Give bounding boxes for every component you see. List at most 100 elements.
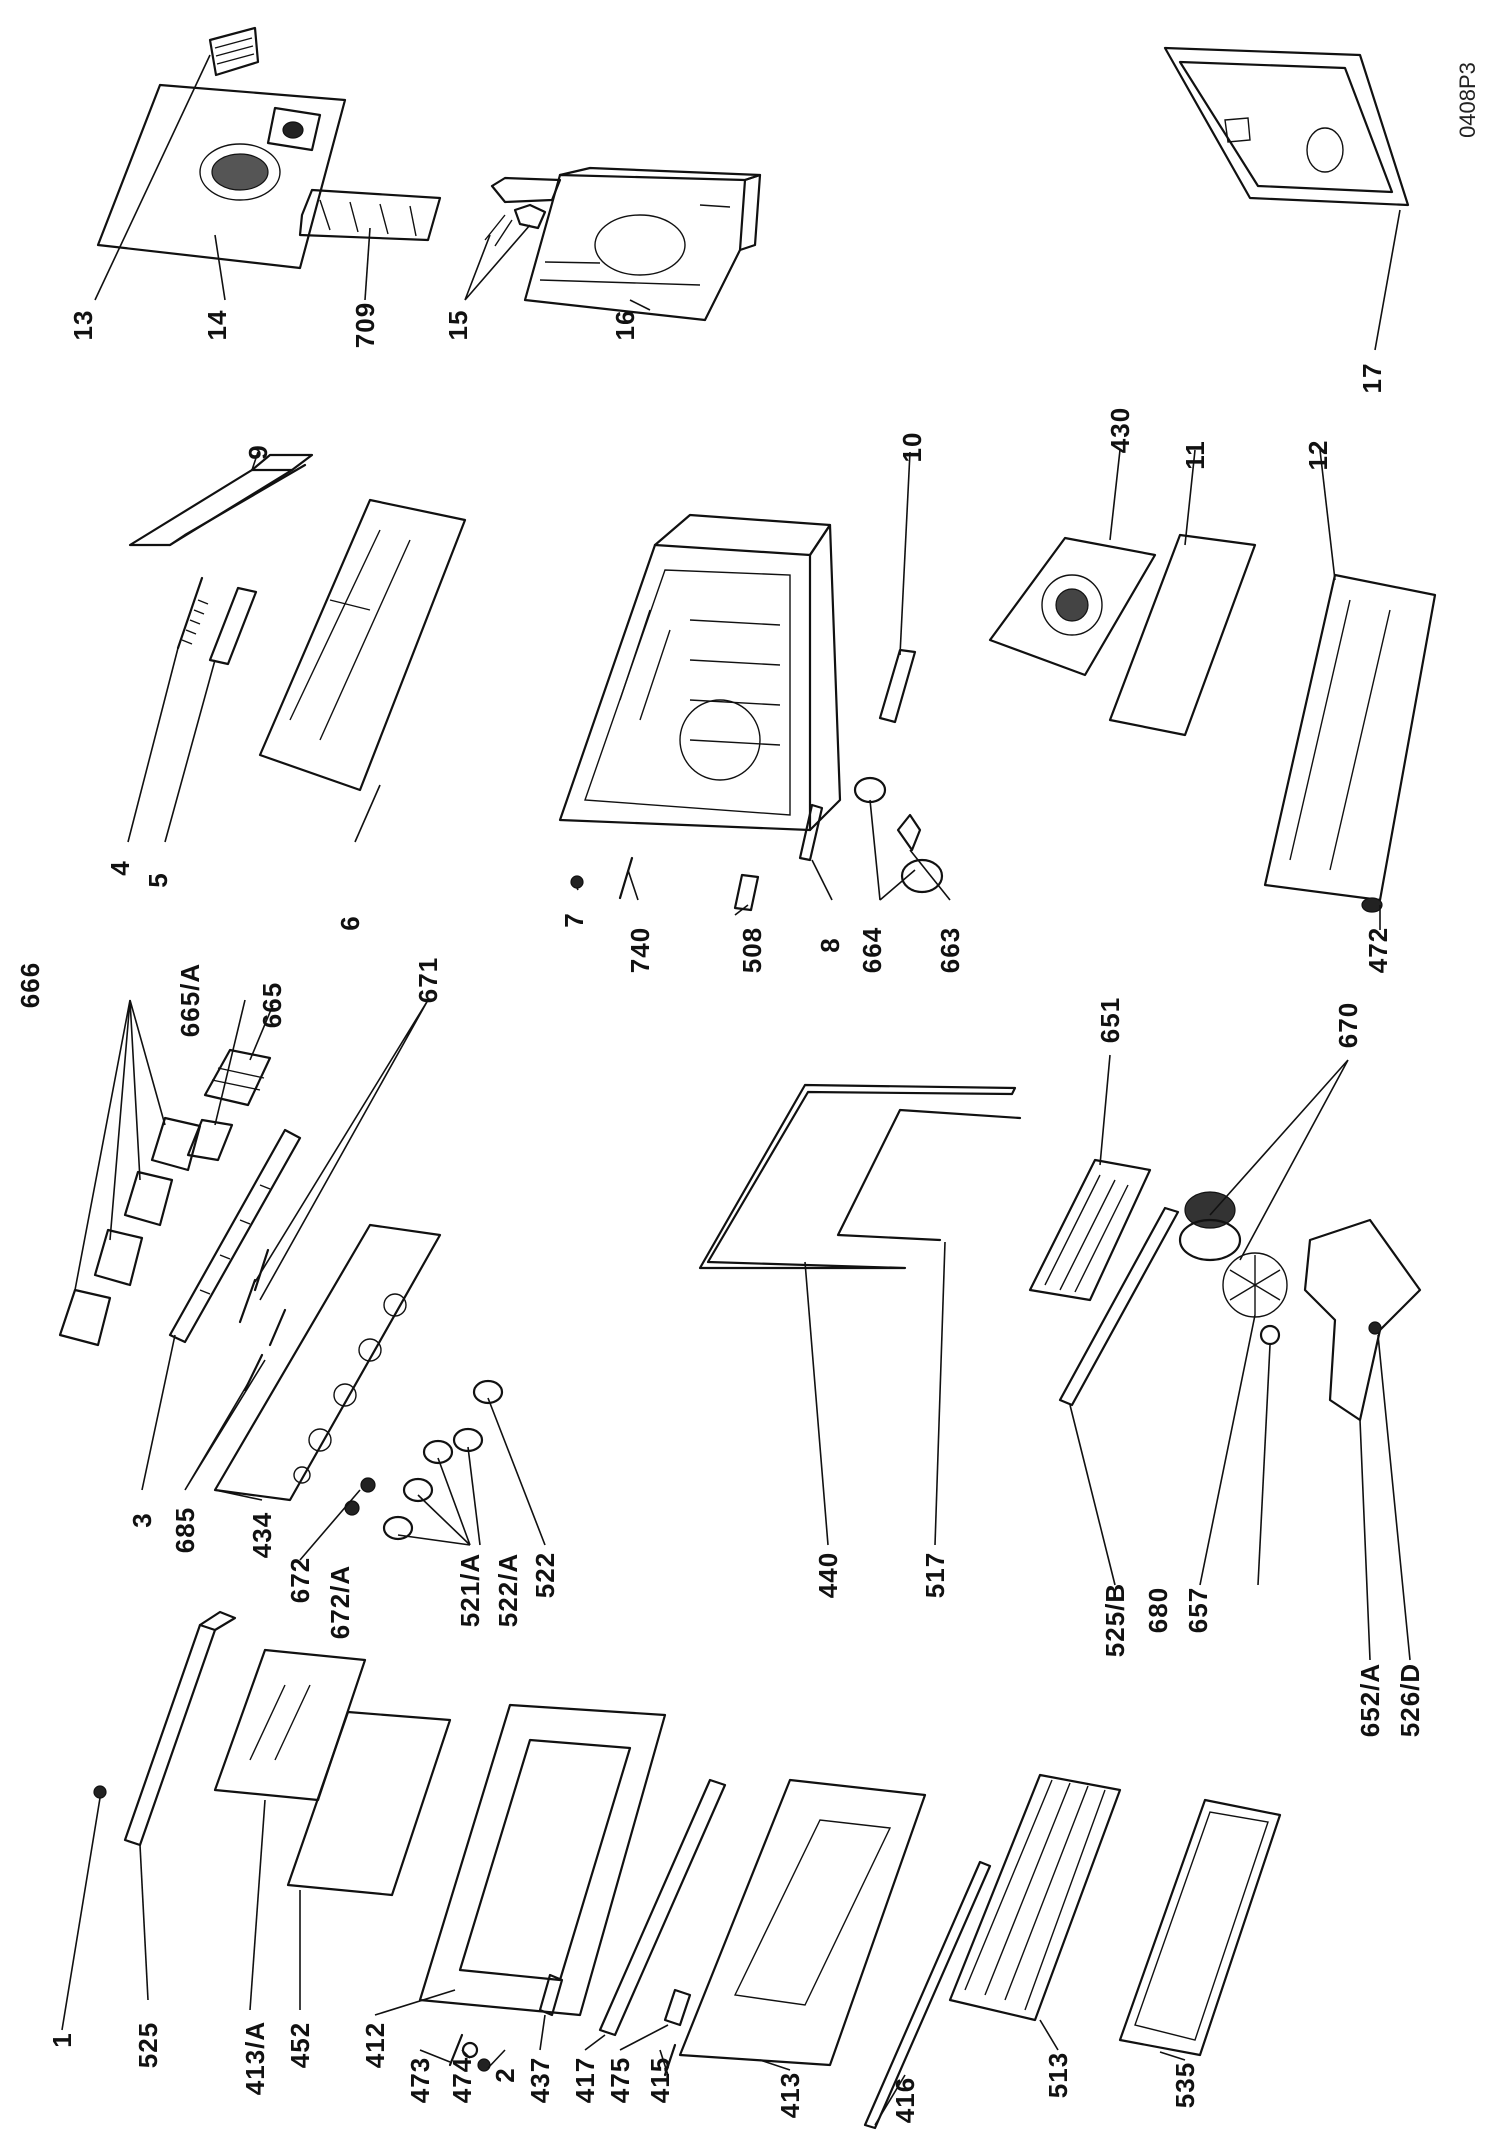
part-474-washer xyxy=(461,2041,479,2059)
label-522: 522 xyxy=(530,1551,560,1599)
part-17-rear-frame xyxy=(1163,46,1410,207)
part-525B-strip xyxy=(1058,1206,1180,1407)
part-665-selector-switch xyxy=(203,1048,272,1107)
sheet-code: 0408P3 xyxy=(1455,62,1480,138)
label-657: 657 xyxy=(1183,1586,1213,1634)
label-1: 1 xyxy=(47,2032,77,2048)
part-685-pins xyxy=(243,1308,287,1392)
label-16: 16 xyxy=(610,309,640,341)
label-671: 671 xyxy=(413,956,443,1004)
part-671-pins xyxy=(238,1248,270,1324)
part-5-hinge-block xyxy=(208,586,258,666)
part-437-door-hinge xyxy=(538,1973,564,2017)
part-513-wire-shelf xyxy=(948,1773,1122,2022)
label-535: 535 xyxy=(1170,2061,1200,2109)
part-525-door-top-trim xyxy=(93,1610,237,1847)
label-474: 474 xyxy=(447,2056,477,2104)
label-740: 740 xyxy=(625,926,655,974)
part-oven-cavity xyxy=(558,513,842,832)
part-2-screw xyxy=(477,2058,491,2072)
part-13-grille xyxy=(208,26,260,77)
label-413A: 413/A xyxy=(240,2020,270,2096)
part-670-fan-motor xyxy=(1178,1191,1242,1262)
label-663: 663 xyxy=(935,926,965,974)
part-9-top-channel xyxy=(128,453,314,547)
part-522-knob xyxy=(472,1379,504,1405)
label-685: 685 xyxy=(170,1506,200,1554)
label-473: 473 xyxy=(405,2056,435,2104)
label-651: 651 xyxy=(1095,996,1125,1044)
part-430-fan-cover xyxy=(988,536,1157,677)
label-672: 672 xyxy=(285,1556,315,1604)
label-430: 430 xyxy=(1105,406,1135,454)
label-437: 437 xyxy=(525,2056,555,2104)
part-3-control-bar xyxy=(168,1128,302,1344)
label-7: 7 xyxy=(559,912,589,928)
part-672A-lamp xyxy=(344,1500,360,1516)
part-412-door-frame xyxy=(418,1703,667,2017)
label-13: 13 xyxy=(68,309,98,341)
leader-lines xyxy=(61,54,1411,2126)
part-14-top-panel xyxy=(96,83,347,270)
part-413A-glass xyxy=(213,1648,367,1802)
part-521A-knobs xyxy=(382,1439,454,1541)
label-14: 14 xyxy=(202,309,232,341)
part-680-fan-blade xyxy=(1222,1252,1288,1318)
label-417: 417 xyxy=(570,2056,600,2104)
part-657-nut xyxy=(1259,1324,1281,1346)
label-2: 2 xyxy=(490,2067,520,2083)
part-440-door-seal xyxy=(698,1083,1017,1270)
label-525: 525 xyxy=(133,2021,163,2069)
label-521A: 521/A xyxy=(455,1552,485,1628)
label-664: 664 xyxy=(857,926,887,974)
part-417-door-trim xyxy=(598,1778,727,2037)
label-17: 17 xyxy=(1357,362,1387,394)
part-535-baking-tray xyxy=(1118,1798,1282,2057)
label-412: 412 xyxy=(360,2021,390,2069)
label-665A: 665/A xyxy=(175,962,205,1038)
part-4-spring xyxy=(176,576,209,650)
label-440: 440 xyxy=(813,1551,843,1599)
part-651-grill-element xyxy=(1028,1158,1152,1302)
part-413-outer-door xyxy=(678,1778,927,2067)
label-666: 666 xyxy=(15,961,45,1009)
label-525B: 525/B xyxy=(1100,1582,1130,1658)
part-666-switch-group xyxy=(58,1116,202,1347)
label-709: 709 xyxy=(350,301,380,349)
part-11-back-panel xyxy=(1108,533,1257,737)
label-472: 472 xyxy=(1363,926,1393,974)
label-672A: 672/A xyxy=(325,1564,355,1640)
part-508-hinge xyxy=(733,873,760,912)
part-709-terminal-strip xyxy=(298,188,442,242)
label-526D: 526/D xyxy=(1395,1662,1425,1738)
part-517-heating-element xyxy=(836,1108,1022,1242)
part-672-lamp xyxy=(360,1477,376,1493)
part-7-screw xyxy=(570,875,584,889)
part-434-control-panel xyxy=(213,1223,442,1502)
label-11: 11 xyxy=(1180,440,1210,470)
part-416-handle-rail xyxy=(863,1860,992,2130)
label-15: 15 xyxy=(443,309,473,341)
label-5: 5 xyxy=(143,872,173,888)
label-10: 10 xyxy=(897,431,927,463)
label-415: 415 xyxy=(645,2056,675,2104)
label-416: 416 xyxy=(890,2076,920,2124)
part-740-pin xyxy=(618,856,634,900)
label-4: 4 xyxy=(105,860,135,876)
label-3: 3 xyxy=(127,1512,157,1528)
label-517: 517 xyxy=(920,1551,950,1599)
part-652A-circular-element xyxy=(1303,1218,1422,1422)
label-413: 413 xyxy=(775,2071,805,2119)
label-680: 680 xyxy=(1143,1586,1173,1634)
part-665A-switch-bracket xyxy=(186,1118,234,1162)
label-9: 9 xyxy=(243,444,273,460)
part-10-bracket xyxy=(878,648,917,724)
label-434: 434 xyxy=(247,1511,277,1559)
label-670: 670 xyxy=(1333,1001,1363,1049)
part-472-foot xyxy=(1361,897,1383,913)
label-665: 665 xyxy=(257,981,287,1029)
label-475: 475 xyxy=(605,2056,635,2104)
label-513: 513 xyxy=(1043,2051,1073,2099)
